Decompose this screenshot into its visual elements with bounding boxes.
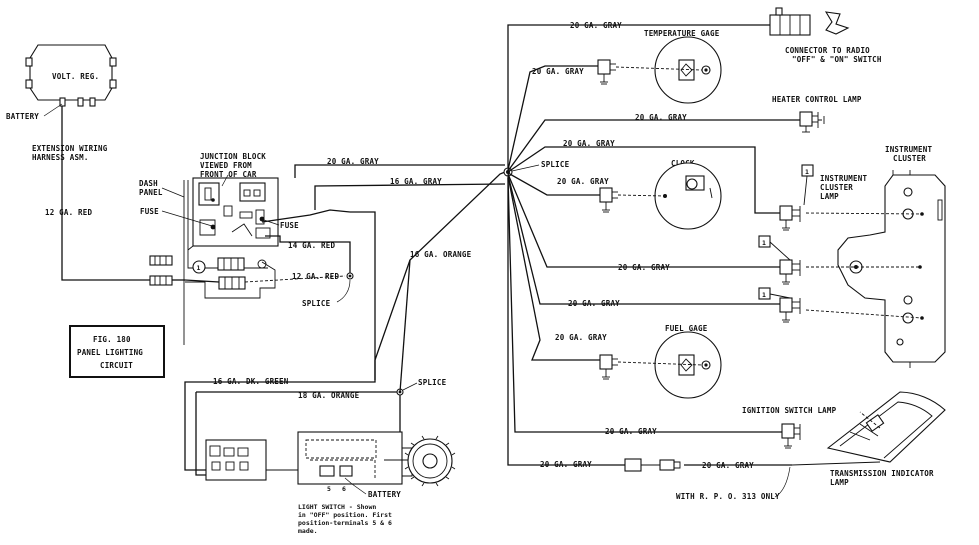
fuse-label-left: FUSE xyxy=(140,207,159,216)
harness-connector-lower xyxy=(149,275,173,286)
figure-title-2: CIRCUIT xyxy=(100,361,133,370)
lamp-box-2: 1 xyxy=(762,239,766,247)
light-switch-knob xyxy=(404,435,456,487)
heater-control-lamp-label: HEATER CONTROL LAMP xyxy=(772,95,862,104)
light-switch-note-3: position-terminals 5 & 6 xyxy=(298,519,392,527)
cluster-lamp-label-1: INSTRUMENT xyxy=(820,174,867,183)
gray-wire-fanout xyxy=(507,24,800,466)
wire-label-14ga-red: 14 GA. RED xyxy=(288,241,335,250)
light-switch-note-2: in "OFF" position. First xyxy=(298,511,392,519)
wire-label-gray-heater: 20 GA. GRAY xyxy=(635,113,687,122)
harness-connector-upper xyxy=(149,255,173,266)
ignition-switch-lamp-label: IGNITION SWITCH LAMP xyxy=(742,406,837,415)
volt-reg-label: VOLT. REG. xyxy=(52,72,99,81)
lamp-box-3: 1 xyxy=(762,291,766,299)
cluster-lamp-1: 1 xyxy=(779,164,814,231)
wire-label-16ga-dk-green: 16 GA. DK. GREEN xyxy=(213,377,289,386)
wire-label-gray-trans: 20 GA. GRAY xyxy=(540,460,592,469)
figure-number: FIG. 180 xyxy=(93,335,131,344)
wire-label-gray-trans-2: 20 GA. GRAY xyxy=(702,461,754,470)
wire-label-16ga-gray: 16 GA. GRAY xyxy=(390,177,442,186)
battery-top-label: BATTERY xyxy=(6,112,39,121)
radio-connector-label-1: CONNECTOR TO RADIO xyxy=(785,46,870,55)
instrument-cluster xyxy=(837,170,946,368)
light-switch xyxy=(205,431,414,485)
wire-label-12ga-red-b: 12 GA. RED xyxy=(292,272,339,281)
temperature-gage-label: TEMPERATURE GAGE xyxy=(644,29,720,38)
temperature-gage xyxy=(654,36,722,104)
transmission-indicator xyxy=(826,391,946,463)
wire-label-12ga-red: 12 GA. RED xyxy=(45,208,92,217)
wire-label-20ga-gray-junction: 20 GA. GRAY xyxy=(327,157,379,166)
clock-socket xyxy=(599,187,618,213)
light-switch-note-1: LIGHT SWITCH - Shown xyxy=(298,503,376,511)
splice-center-label: SPLICE xyxy=(541,160,570,169)
junction-block-label-2: VIEWED FROM xyxy=(200,161,252,170)
instrument-cluster-label-1: INSTRUMENT xyxy=(885,145,932,154)
extension-harness-label-1: EXTENSION WIRING xyxy=(32,144,108,153)
light-switch-note-4: made. xyxy=(298,527,318,535)
heater-control-lamp xyxy=(799,111,825,133)
transmission-indicator-label-1: TRANSMISSION INDICATOR xyxy=(830,469,934,478)
dash-panel-label-1: DASH xyxy=(139,179,158,188)
junction-block-label-3: FRONT OF CAR xyxy=(200,170,257,179)
figure-title-1: PANEL LIGHTING xyxy=(77,348,143,357)
wire-label-gray-radio: 20 GA. GRAY xyxy=(570,21,622,30)
radio-connector-label-2: "OFF" & "ON" SWITCH xyxy=(792,55,882,64)
rpo-313-label: WITH R. P. O. 313 ONLY xyxy=(676,492,780,501)
wire-label-gray-cluster-2: 20 GA. GRAY xyxy=(618,263,670,272)
cluster-lamp-label-2: CLUSTER xyxy=(820,183,853,192)
wire-label-gray-ignition: 20 GA. GRAY xyxy=(605,427,657,436)
wire-label-gray-temp: 20 GA. GRAY xyxy=(532,67,584,76)
figure-label-box: FIG. 180 PANEL LIGHTING CIRCUIT xyxy=(69,325,165,378)
wire-label-18ga-orange: 18 GA. ORANGE xyxy=(298,391,360,400)
circle-marker: 1 xyxy=(197,264,201,272)
battery-bottom-label: BATTERY xyxy=(368,490,401,499)
fuel-gage-socket xyxy=(599,354,618,380)
wire-label-gray-clock: 20 GA. GRAY xyxy=(557,177,609,186)
temperature-gage-socket xyxy=(597,59,616,85)
terminal-6: 6 xyxy=(342,485,346,493)
fuel-gage-label: FUEL GAGE xyxy=(665,324,708,333)
clock xyxy=(654,162,722,230)
cluster-lamp-label-3: LAMP xyxy=(820,192,839,201)
voltage-regulator: VOLT. REG. xyxy=(25,44,117,107)
transmission-indicator-label-2: LAMP xyxy=(830,478,849,487)
transmission-lamp-socket xyxy=(624,458,681,472)
wire-label-gray-cluster-3: 20 GA. GRAY xyxy=(568,299,620,308)
fuel-gage xyxy=(654,331,722,399)
terminal-5: 5 xyxy=(327,485,331,493)
junction-block-label-1: JUNCTION BLOCK xyxy=(200,152,266,161)
fuse-label-right: FUSE xyxy=(280,221,299,230)
cluster-lamp-3: 1 xyxy=(758,287,801,323)
junction-block xyxy=(183,177,279,345)
splice-bottom-label: SPLICE xyxy=(418,378,447,387)
cluster-lamp-2: 1 xyxy=(758,235,801,285)
instrument-cluster-label-2: CLUSTER xyxy=(893,154,926,163)
extension-harness-label-2: HARNESS ASM. xyxy=(32,153,89,162)
ignition-switch-lamp xyxy=(781,423,801,449)
radio-connector xyxy=(769,7,850,36)
splice-left-label: SPLICE xyxy=(302,299,331,308)
wire-label-gray-fuel: 20 GA. GRAY xyxy=(555,333,607,342)
lamp-box-1: 1 xyxy=(805,168,809,176)
dash-panel-label-2: PANEL xyxy=(139,188,163,197)
wire-label-gray-cluster: 20 GA. GRAY xyxy=(563,139,615,148)
wire-label-16ga-orange: 16 GA. ORANGE xyxy=(410,250,472,259)
junction-lower-connector: 1 xyxy=(185,257,276,299)
